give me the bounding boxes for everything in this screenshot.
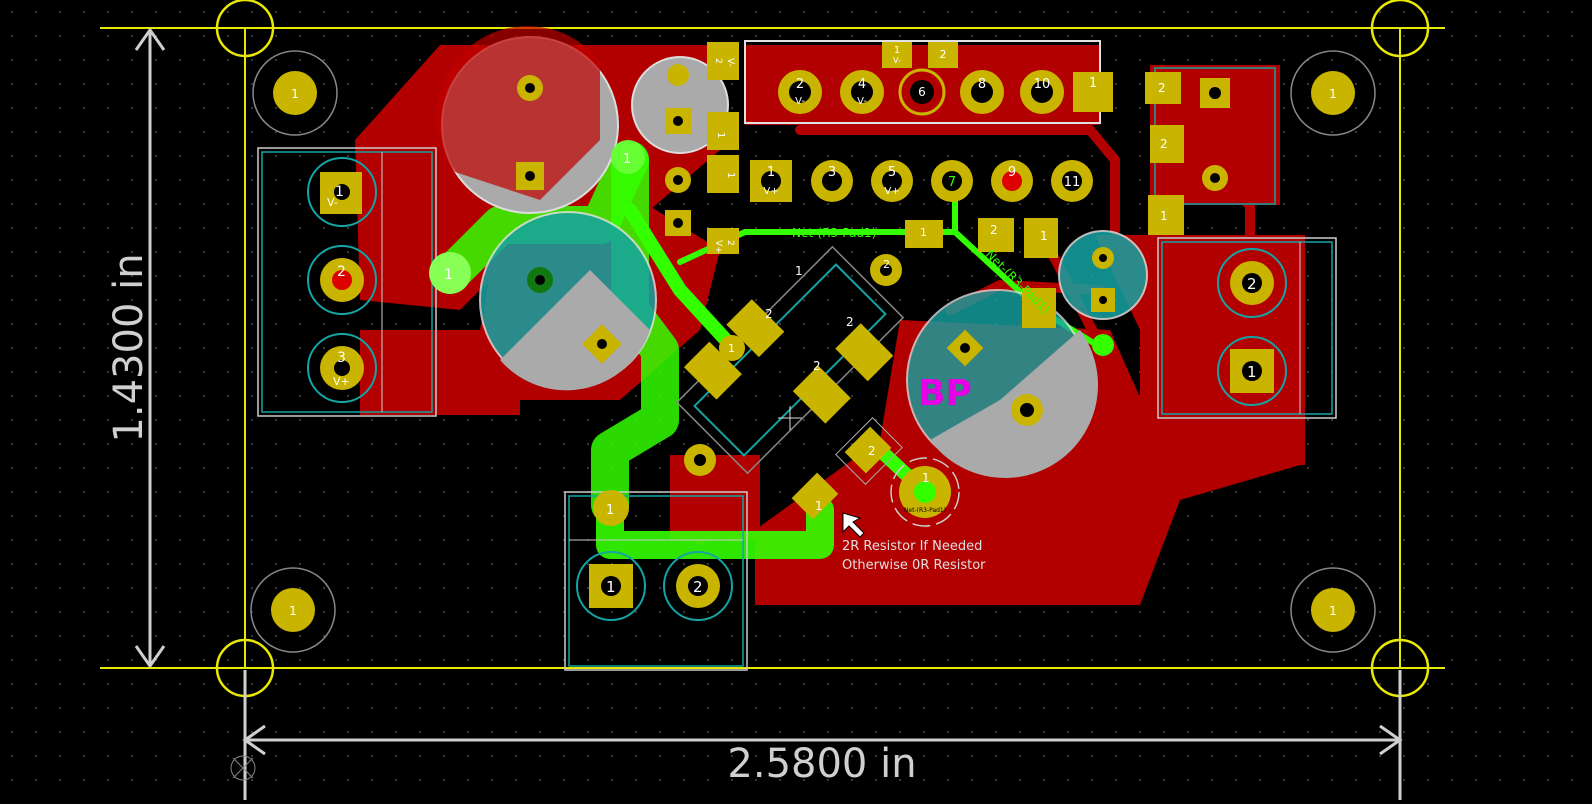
svg-text:V-: V- (857, 96, 867, 107)
capacitor-small-right[interactable] (1058, 230, 1148, 356)
via-hole (880, 264, 892, 276)
terminal-block-bottom[interactable]: 1 2 1 (564, 490, 748, 671)
capacitor-small-top[interactable] (631, 56, 729, 236)
dimension-width-label: 2.5800 in (727, 741, 916, 787)
svg-text:1: 1 (335, 184, 344, 200)
connector-mid[interactable]: 1 V+ 3 5V+ 7 9 11 (750, 160, 1093, 202)
mounting-holes: 1 1 1 1 (250, 50, 1376, 653)
svg-text:Net-(R3-Pad1): Net-(R3-Pad1) (904, 507, 946, 514)
svg-text:2: 2 (940, 48, 947, 61)
svg-text:1: 1 (1089, 76, 1097, 91)
svg-text:2: 2 (713, 58, 723, 64)
svg-text:10: 10 (1034, 77, 1051, 92)
smd-pads-column[interactable]: 2 V- 1 1 V+ 2 (707, 42, 739, 254)
svg-text:1: 1 (291, 87, 299, 101)
svg-text:1: 1 (606, 503, 614, 518)
svg-text:1: 1 (1329, 604, 1337, 618)
svg-text:V-: V- (893, 56, 901, 65)
svg-text:2: 2 (868, 444, 876, 458)
svg-text:2: 2 (813, 359, 821, 373)
origin-marker (230, 755, 256, 781)
svg-text:1: 1 (289, 604, 297, 618)
board-outline (100, 0, 1445, 698)
svg-text:1: 1 (444, 267, 453, 283)
svg-text:2: 2 (337, 264, 346, 280)
highlight-pads: 1 1 (429, 140, 645, 294)
dimension-horizontal (242, 670, 1403, 800)
svg-text:1: 1 (1040, 229, 1048, 243)
svg-text:3: 3 (828, 165, 836, 180)
svg-text:3: 3 (337, 350, 346, 366)
via-pad[interactable] (719, 335, 745, 361)
svg-text:1: 1 (767, 165, 775, 180)
svg-text:1: 1 (1329, 87, 1337, 101)
via-hole (694, 454, 706, 466)
svg-text:6: 6 (918, 85, 926, 99)
svg-text:8: 8 (978, 77, 986, 92)
svg-text:V-: V- (795, 96, 805, 107)
net-label: Net-(R3-Pad1) (792, 226, 876, 240)
svg-text:2: 2 (725, 240, 735, 246)
mounting-hole[interactable]: 1 (1290, 50, 1376, 136)
note-line-2: Otherwise 0R Resistor (842, 558, 986, 573)
svg-text:7: 7 (948, 175, 956, 190)
dimension-vertical (134, 27, 166, 669)
svg-text:1: 1 (1247, 363, 1257, 381)
terminal-block-left[interactable]: 1 V- 2 3 V+ (257, 147, 437, 417)
mounting-hole[interactable]: 1 (250, 567, 336, 653)
svg-text:V-: V- (327, 196, 338, 209)
ic-pad-labels: 1 2 2 2 (765, 264, 854, 373)
svg-text:V+: V+ (333, 375, 350, 388)
dimension-height-label: 1.4300 in (106, 253, 152, 442)
svg-text:1: 1 (623, 152, 631, 167)
cursor-crosshair (778, 406, 802, 430)
svg-text:1: 1 (920, 226, 927, 239)
svg-text:2: 2 (765, 307, 773, 321)
ic-package[interactable] (663, 233, 918, 488)
mounting-hole[interactable]: 1 (252, 50, 338, 136)
via-label: 2 (883, 258, 890, 271)
svg-text:5: 5 (888, 165, 896, 180)
svg-text:1: 1 (815, 499, 823, 513)
svg-text:V+: V+ (884, 186, 899, 197)
via-label: 1 (728, 342, 735, 355)
svg-text:4: 4 (858, 77, 866, 92)
regulator-top-right[interactable]: 2 2 1 2 1 1 (905, 67, 1276, 328)
mounting-hole[interactable]: 1 (1290, 567, 1376, 653)
svg-text:V+: V+ (763, 186, 778, 197)
svg-text:2: 2 (1160, 137, 1168, 151)
svg-text:1: 1 (795, 264, 803, 278)
capacitor-large-mid[interactable] (479, 211, 657, 391)
svg-text:2: 2 (846, 315, 854, 329)
note-line-1: 2R Resistor If Needed (842, 539, 982, 554)
svg-text:1: 1 (606, 578, 616, 596)
terminal-block-right[interactable]: 2 1 (1157, 237, 1337, 419)
svg-text:1: 1 (715, 132, 726, 138)
svg-text:1: 1 (922, 471, 930, 485)
svg-text:2: 2 (796, 77, 804, 92)
svg-text:2: 2 (990, 223, 998, 237)
resistor-r3[interactable]: 2 1 1 Net-(R3-Pad1) (791, 417, 960, 527)
connector-top[interactable]: 1 V- 2 2V- 4V- 6 8 10 1 (744, 40, 1113, 124)
svg-text:2: 2 (693, 578, 703, 596)
svg-text:11: 11 (1064, 175, 1081, 190)
svg-text:2: 2 (1158, 81, 1166, 95)
mouse-pointer-icon (842, 512, 865, 538)
svg-text:1: 1 (1160, 209, 1168, 223)
svg-text:V+: V+ (713, 240, 723, 254)
svg-text:1: 1 (725, 172, 736, 178)
svg-text:9: 9 (1008, 165, 1016, 180)
svg-text:1: 1 (894, 45, 900, 56)
capacitor-large-top[interactable] (436, 25, 619, 214)
capacitor-bp[interactable]: BP (906, 289, 1099, 479)
svg-text:V-: V- (725, 58, 735, 67)
svg-text:2: 2 (1247, 275, 1257, 293)
bp-label: BP (918, 373, 972, 414)
